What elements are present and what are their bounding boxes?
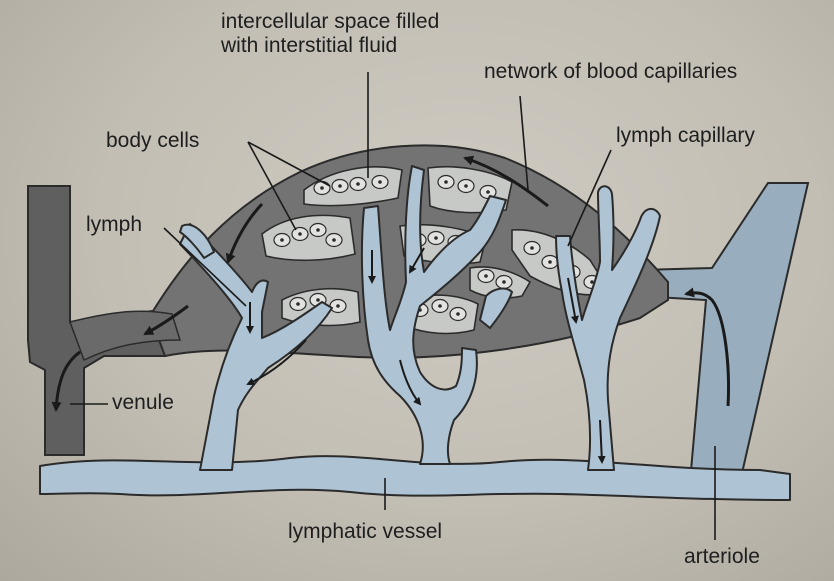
cell-nucleus: [548, 260, 552, 264]
cell-nucleus: [338, 184, 342, 188]
cell-nucleus: [444, 180, 448, 184]
label-body-cells: body cells: [106, 129, 200, 152]
cell-nucleus: [590, 280, 594, 284]
leader-lines: [70, 72, 716, 540]
body-cells-group: [273, 174, 601, 322]
cell-nucleus: [296, 302, 300, 306]
lymphatic-vessel: [39, 455, 791, 501]
cell-nucleus: [502, 280, 506, 284]
label-arteriole: arteriole: [684, 545, 760, 568]
cell-nucleus: [456, 312, 460, 316]
cell-nucleus: [356, 182, 360, 186]
cell-nucleus: [336, 304, 340, 308]
cell-nucleus: [434, 236, 438, 240]
cell-nucleus: [316, 298, 320, 302]
label-lymph-capillary: lymph capillary: [616, 124, 755, 147]
cell-nucleus: [298, 232, 302, 236]
cell-nucleus: [438, 304, 442, 308]
cell-nucleus: [332, 238, 336, 242]
lymph-capillary-left: [179, 223, 333, 471]
flow-arrows: [51, 155, 730, 464]
cell-nucleus: [316, 228, 320, 232]
lymph-capillary-right: [555, 185, 661, 471]
cell-nucleus: [280, 238, 284, 242]
label-lymphatic-vessel: lymphatic vessel: [288, 520, 443, 543]
label-lymph: lymph: [86, 213, 143, 236]
cell-nucleus: [378, 180, 382, 184]
cell-nucleus: [486, 190, 490, 194]
lymphatic-system: [39, 165, 791, 501]
cell-nucleus: [484, 274, 488, 278]
cell-nucleus: [320, 186, 324, 190]
cell-nucleus: [464, 184, 468, 188]
label-venule: venule: [112, 391, 174, 414]
cell-nucleus: [530, 246, 534, 250]
label-network-blood-capillaries: network of blood capillaries: [484, 60, 738, 83]
lymph-capillary-middle: [360, 165, 507, 465]
